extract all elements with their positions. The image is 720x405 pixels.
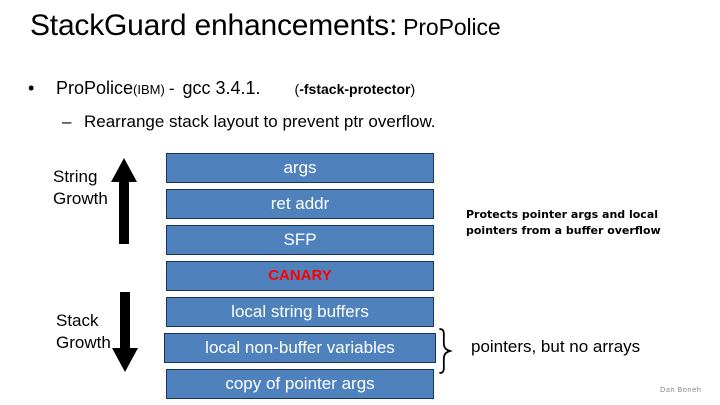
stack-frame-label: copy of pointer args <box>225 374 375 393</box>
stack-growth-line1: Stack <box>56 311 99 330</box>
stack-frame-canary: CANARY <box>166 261 434 291</box>
stack-frame-label: SFP <box>283 230 317 249</box>
subbullet-text: Rearrange stack layout to prevent ptr ov… <box>84 112 436 131</box>
stack-frame-sfp: SFP <box>166 225 434 255</box>
bullet-flag-close-paren: ) <box>410 81 416 97</box>
bullet-propolice: • ProPolice(IBM)-gcc 3.4.1. (-fstack-prote… <box>28 76 688 100</box>
bullet-marker-icon: • <box>28 78 35 98</box>
protects-pointer-args-note: Protects pointer args and local pointers… <box>466 207 712 239</box>
string-growth-up-arrow-icon <box>111 158 137 244</box>
stack-growth-line2: Growth <box>56 333 111 352</box>
stack-frame-label: args <box>283 158 317 177</box>
bullet-compiler-version: gcc 3.4.1. <box>182 78 261 98</box>
stack-frame-local-string-buffers: local string buffers <box>166 297 434 327</box>
stack-growth-down-arrow-icon <box>112 292 138 372</box>
bullet-compiler-flag: -fstack-protector <box>299 81 411 97</box>
stack-layout-diagram: args ret addr SFP CANARY local string bu… <box>164 153 436 405</box>
stack-frame-ret-addr: ret addr <box>166 189 434 219</box>
bullet-dash: - <box>168 79 175 98</box>
bullet-propolice-name: ProPolice <box>56 78 134 98</box>
author-credit: Dan Boneh <box>660 386 702 394</box>
protects-note-line2: pointers from a buffer overflow <box>466 224 661 237</box>
stack-frame-local-non-buffer-variables: local non-buffer variables <box>164 333 436 363</box>
string-growth-label: String Growth <box>53 166 108 210</box>
stack-frame-label: ret addr <box>270 194 330 213</box>
bullet-flag-open-paren: ( <box>294 81 300 97</box>
string-growth-line1: String <box>53 167 98 186</box>
protects-note-line1: Protects pointer args and local <box>466 208 659 221</box>
bullet-propolice-vendor: (IBM) <box>133 82 165 97</box>
title-main-text: StackGuard enhancements: <box>30 9 398 42</box>
string-growth-line2: Growth <box>53 189 108 208</box>
title-sub-text: ProPolice <box>403 14 501 40</box>
pointers-but-no-arrays-note: pointers, but no arrays <box>471 337 641 356</box>
stack-frame-args: args <box>166 153 434 183</box>
stack-frame-label: local non-buffer variables <box>205 338 395 357</box>
stack-frame-label: CANARY <box>268 267 332 284</box>
page-title: StackGuard enhancements:ProPolice <box>30 9 700 44</box>
subbullet-rearrange: –Rearrange stack layout to prevent ptr o… <box>62 110 682 133</box>
subbullet-marker-icon: – <box>62 112 72 131</box>
curly-brace-icon <box>439 328 453 374</box>
stack-growth-label: Stack Growth <box>56 310 111 354</box>
stack-frame-label: local string buffers <box>231 302 369 321</box>
stack-frame-copy-of-pointer-args: copy of pointer args <box>166 369 434 399</box>
